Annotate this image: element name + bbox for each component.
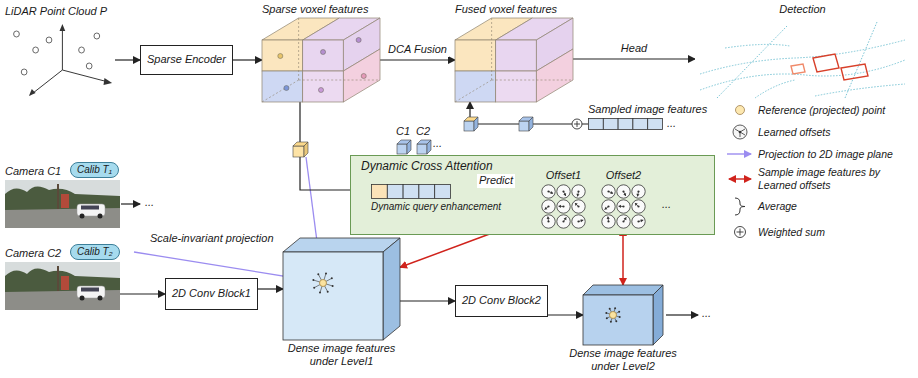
node-text: Sampled image features	[588, 103, 707, 116]
voxel-cube: Sparse voxel features	[262, 18, 380, 102]
label: ...	[145, 196, 154, 209]
node-text: Sparse Encoder	[147, 53, 226, 66]
node-text: Camera C1	[5, 165, 61, 178]
label: Scale-invariant projection	[150, 232, 274, 245]
edge-label: Head	[619, 42, 649, 55]
camera-image-shape	[5, 262, 120, 310]
node-text: LiDAR Point Cloud P	[5, 5, 107, 18]
legend-icons	[727, 106, 751, 238]
node-text: Calib T₁	[77, 164, 112, 176]
feature-bar-shape	[588, 118, 663, 130]
legend-text: Learned offsets	[758, 126, 908, 139]
node-text: Dense image features under Level1	[277, 342, 407, 368]
fused-cube	[464, 117, 478, 131]
point-cloud-shape	[5, 20, 115, 100]
node-text: Dynamic query enhancement	[371, 201, 501, 213]
legend-text: Weighted sum	[758, 226, 908, 239]
legend-text: Projection to 2D image plane	[758, 148, 908, 161]
node-text: Dynamic Cross Attention	[361, 159, 493, 173]
calib-pill: Calib T₁	[70, 162, 119, 178]
camera-cube	[397, 140, 431, 154]
connector	[573, 58, 695, 59]
node-text: Calib T₂	[77, 246, 113, 258]
legend-text: Average	[758, 200, 908, 213]
node-text: Detection	[779, 3, 825, 16]
point-cloud: LiDAR Point Cloud P	[5, 20, 115, 100]
label: ...	[662, 198, 671, 211]
legend-text: Reference (projected) point	[758, 104, 908, 117]
flow-arrow	[666, 314, 698, 315]
feature-map: Dense image features under Level1	[283, 238, 400, 340]
process-box: Sparse Encoder	[140, 45, 233, 75]
edge-label: Predict	[477, 174, 515, 187]
connector	[380, 59, 455, 60]
weighted-sum-symbol	[572, 119, 582, 129]
feature-map-shape	[583, 285, 663, 345]
query-bar-shape	[371, 184, 451, 199]
node-text: Fused voxel features	[455, 3, 557, 16]
node-text: Offset2	[606, 169, 641, 182]
feature-map-shape	[283, 238, 400, 340]
label: ...	[667, 117, 676, 130]
connector	[115, 59, 140, 60]
connector	[622, 229, 624, 285]
offset-grid: Offset1	[541, 184, 586, 229]
connector	[233, 59, 262, 60]
detection-view-shape	[695, 18, 910, 100]
connector	[258, 288, 283, 289]
label: ...	[702, 307, 711, 320]
camera-image: Camera C1	[5, 180, 120, 228]
voxel-cube-shape	[262, 18, 380, 102]
flow-arrow	[121, 203, 140, 204]
connector	[120, 293, 165, 294]
process-box: 2D Conv Block1	[165, 278, 258, 310]
legend-text: Sample image features by Learned offsets	[758, 166, 908, 191]
label: C2	[416, 125, 430, 138]
detection-view: Detection	[695, 18, 910, 100]
offset-grid: Offset2	[601, 184, 646, 229]
node-text: Camera C2	[5, 247, 61, 260]
node-text: Dense image features under Level2	[561, 347, 686, 373]
camera-image: Camera C2	[5, 262, 120, 310]
module-panel: Dynamic Cross AttentionDynamic query enh…	[350, 155, 715, 235]
feature-bar: Sampled image features	[588, 118, 663, 130]
node-text: 2D Conv Block1	[172, 287, 251, 300]
camera-image-shape	[5, 180, 120, 228]
connector	[548, 314, 583, 315]
feature-map: Dense image features under Level2	[583, 285, 663, 345]
voxel-cube: Fused voxel features	[455, 18, 573, 102]
connector	[400, 300, 455, 301]
node-text: Sparse voxel features	[262, 3, 368, 16]
query-bar: Dynamic query enhancement	[371, 184, 451, 199]
label: C1	[396, 125, 410, 138]
calib-pill: Calib T₂	[70, 244, 120, 260]
process-box: 2D Conv Block2	[455, 285, 548, 317]
node-text: 2D Conv Block2	[462, 294, 541, 307]
voxel-cube-shape	[455, 18, 573, 102]
offset-grid-shape	[541, 184, 586, 229]
node-text: Offset1	[546, 169, 581, 182]
label: ...	[433, 137, 442, 150]
offset-grid-shape	[601, 184, 646, 229]
feature-cube	[519, 117, 533, 131]
edge-label: DCA Fusion	[386, 43, 449, 56]
query-cube	[293, 142, 308, 157]
